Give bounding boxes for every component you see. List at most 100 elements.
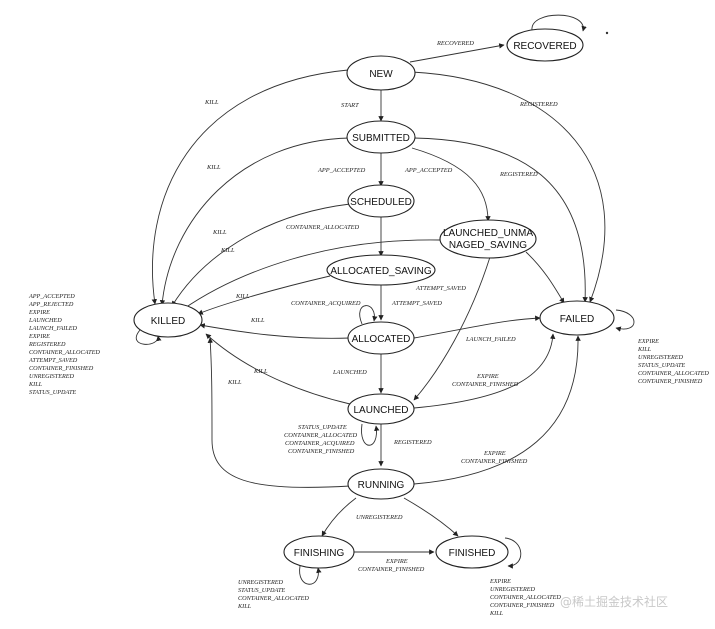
edge-new-killed — [151, 69, 349, 305]
edge-allocated-failed — [413, 315, 541, 339]
edge-label-expire-finishing: EXPIRE — [385, 558, 408, 565]
state-node-allocated-saving[interactable]: ALLOCATED_SAVING — [326, 254, 436, 286]
state-label-killed: KILLED — [151, 316, 185, 327]
edge-labels: RECOVERED KILL START REGISTERED KILL APP… — [204, 40, 558, 573]
edge-scheduled-killed — [171, 203, 351, 307]
edge-label-expire-running: EXPIRE — [483, 450, 506, 457]
state-label-allocated: ALLOCATED — [352, 334, 411, 345]
edge-label-container-allocated: CONTAINER_ALLOCATED — [286, 224, 360, 231]
failed-self-event: UNREGISTERED — [638, 354, 684, 361]
edge-label-launched-self-3: CONTAINER_ACQUIRED — [285, 440, 355, 447]
killed-self-event: KILL — [28, 381, 43, 388]
edge-launched-failed — [413, 333, 556, 409]
watermark: @稀土掘金技术社区 — [560, 594, 668, 609]
state-label-finishing: FINISHING — [294, 548, 345, 559]
state-node-finishing[interactable]: FINISHING — [283, 535, 355, 569]
edge-new-failed — [411, 71, 606, 303]
state-node-running[interactable]: RUNNING — [347, 468, 415, 500]
edge-label-unregistered: UNREGISTERED — [356, 514, 403, 521]
state-label-lus-line2: NAGED_SAVING — [449, 240, 527, 251]
state-label-scheduled: SCHEDULED — [350, 197, 412, 208]
finished-self-event: UNREGISTERED — [490, 586, 536, 593]
killed-self-event: CONTAINER_ALLOCATED — [29, 349, 100, 356]
edge-lus-killed — [181, 239, 441, 311]
edge-label-kill-running: KILL — [227, 379, 242, 386]
edge-label-expire-launched: EXPIRE — [476, 373, 499, 380]
state-node-failed[interactable]: FAILED — [539, 300, 615, 336]
edge-label-launched-self-1: STATUS_UPDATE — [298, 424, 347, 431]
state-node-submitted[interactable]: SUBMITTED — [346, 120, 416, 154]
failed-self-event: KILL — [637, 346, 652, 353]
killed-self-event: EXPIRE — [28, 333, 50, 340]
finishing-self-event: KILL — [237, 603, 252, 610]
edge-label-container-finished-finishing: CONTAINER_FINISHED — [358, 566, 425, 573]
state-node-launched[interactable]: LAUNCHED — [347, 393, 415, 425]
state-label-submitted: SUBMITTED — [352, 133, 410, 144]
failed-self-event: EXPIRE — [637, 338, 659, 345]
edge-allocated-killed — [199, 323, 351, 339]
finishing-self-event: STATUS_UPDATE — [238, 587, 285, 594]
edge-label-registered-submitted: REGISTERED — [499, 171, 538, 178]
state-label-finished: FINISHED — [449, 548, 496, 559]
finished-self-event: CONTAINER_ALLOCATED — [490, 594, 561, 601]
state-label-allocated-saving: ALLOCATED_SAVING — [330, 266, 432, 277]
killed-self-event: REGISTERED — [28, 341, 66, 348]
edge-label-launch-failed: LAUNCH_FAILED — [465, 336, 516, 343]
killed-self-event: LAUNCH_FAILED — [28, 325, 78, 332]
edge-running-finishing — [321, 497, 357, 537]
state-label-running: RUNNING — [358, 480, 405, 491]
edge-label-container-acquired: CONTAINER_ACQUIRED — [291, 300, 361, 307]
edge-label-launched: LAUNCHED — [332, 369, 367, 376]
state-label-recovered: RECOVERED — [513, 41, 576, 52]
state-node-recovered[interactable]: RECOVERED — [506, 28, 584, 62]
edges — [136, 14, 635, 585]
state-node-killed[interactable]: KILLED — [133, 302, 203, 338]
edge-label-kill-allocated-saving: KILL — [235, 293, 250, 300]
finished-self-events: EXPIRE UNREGISTERED CONTAINER_ALLOCATED … — [489, 578, 561, 617]
edge-allocsaving-killed — [197, 275, 331, 315]
killed-self-events: APP_ACCEPTED APP_REJECTED EXPIRE LAUNCHE… — [28, 293, 100, 396]
edge-label-container-finished-launched: CONTAINER_FINISHED — [452, 381, 519, 388]
corner-dot — [605, 31, 609, 35]
edge-finishing-self — [299, 565, 322, 585]
edge-recovered-self — [531, 14, 587, 32]
edge-label-kill-launched: KILL — [253, 368, 268, 375]
killed-self-event: UNREGISTERED — [29, 373, 75, 380]
edge-label-recovered: RECOVERED — [436, 40, 474, 47]
state-node-allocated[interactable]: ALLOCATED — [347, 321, 415, 355]
state-node-finished[interactable]: FINISHED — [435, 535, 509, 569]
edge-label-launched-self-2: CONTAINER_ALLOCATED — [284, 432, 358, 439]
killed-self-event: STATUS_UPDATE — [29, 389, 76, 396]
finished-self-event: KILL — [489, 610, 504, 617]
finished-self-event: EXPIRE — [489, 578, 511, 585]
edge-label-kill-scheduled: KILL — [212, 229, 227, 236]
edge-label-registered-new: REGISTERED — [519, 101, 558, 108]
killed-self-event: ATTEMPT_SAVED — [28, 357, 78, 364]
edge-finished-self — [504, 537, 522, 569]
edge-submitted-killed — [159, 137, 351, 306]
state-label-new: NEW — [369, 69, 393, 80]
edge-allocated-self — [359, 305, 378, 325]
edge-label-attempt-saved-2: ATTEMPT_SAVED — [391, 300, 442, 307]
edge-label-app-accepted-2: APP_ACCEPTED — [404, 167, 453, 174]
killed-self-event: LAUNCHED — [28, 317, 62, 324]
state-label-lus-line1: LAUNCHED_UNMA — [443, 228, 533, 239]
edge-failed-self — [615, 309, 635, 332]
edge-label-container-finished-running: CONTAINER_FINISHED — [461, 458, 528, 465]
failed-self-events: EXPIRE KILL UNREGISTERED STATUS_UPDATE C… — [637, 338, 709, 385]
edge-label-start: START — [341, 102, 359, 109]
killed-self-event: EXPIRE — [28, 309, 50, 316]
killed-self-event: CONTAINER_FINISHED — [29, 365, 94, 372]
edge-lus-launched — [413, 256, 491, 401]
state-node-scheduled[interactable]: SCHEDULED — [347, 184, 415, 218]
finishing-self-events: UNREGISTERED STATUS_UPDATE CONTAINER_ALL… — [237, 579, 309, 610]
state-node-new[interactable]: NEW — [346, 55, 416, 91]
state-label-failed: FAILED — [560, 314, 594, 325]
edge-label-kill-submitted: KILL — [206, 164, 221, 171]
killed-self-event: APP_ACCEPTED — [28, 293, 75, 300]
failed-self-event: STATUS_UPDATE — [638, 362, 685, 369]
edge-label-kill-lus: KILL — [220, 247, 235, 254]
state-label-launched: LAUNCHED — [353, 405, 408, 416]
state-node-launched-unmanaged-saving[interactable]: LAUNCHED_UNMA NAGED_SAVING — [439, 219, 537, 259]
